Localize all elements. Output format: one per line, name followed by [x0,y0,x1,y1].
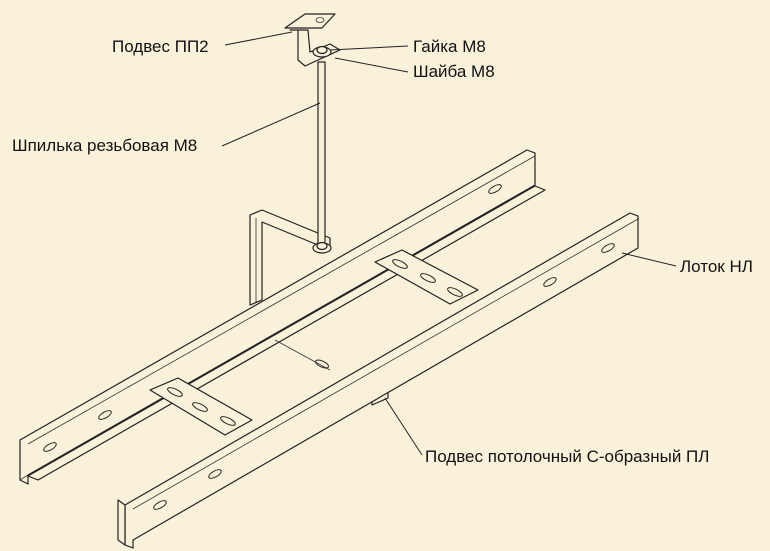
label-tray-nl: Лоток НЛ [680,257,753,276]
c-shaped-ceiling-hanger [249,209,331,306]
nut-m8 [316,45,328,55]
tray-right-rail [117,212,639,549]
label-ceiling-hanger: Подвес потолочный С-образный ПЛ [425,447,710,466]
lower-nut [316,241,328,251]
hanger-pp2-bracket [284,13,341,254]
threaded-rod [317,61,326,248]
leader-lines [221,31,677,456]
label-washer-m8: Шайба М8 [413,62,495,81]
tray-rungs [149,249,479,436]
label-nut-m8: Гайка М8 [413,37,486,56]
label-threaded-rod: Шпилька резьбовая М8 [12,136,198,155]
label-hanger-pp2: Подвес ПП2 [112,37,209,56]
